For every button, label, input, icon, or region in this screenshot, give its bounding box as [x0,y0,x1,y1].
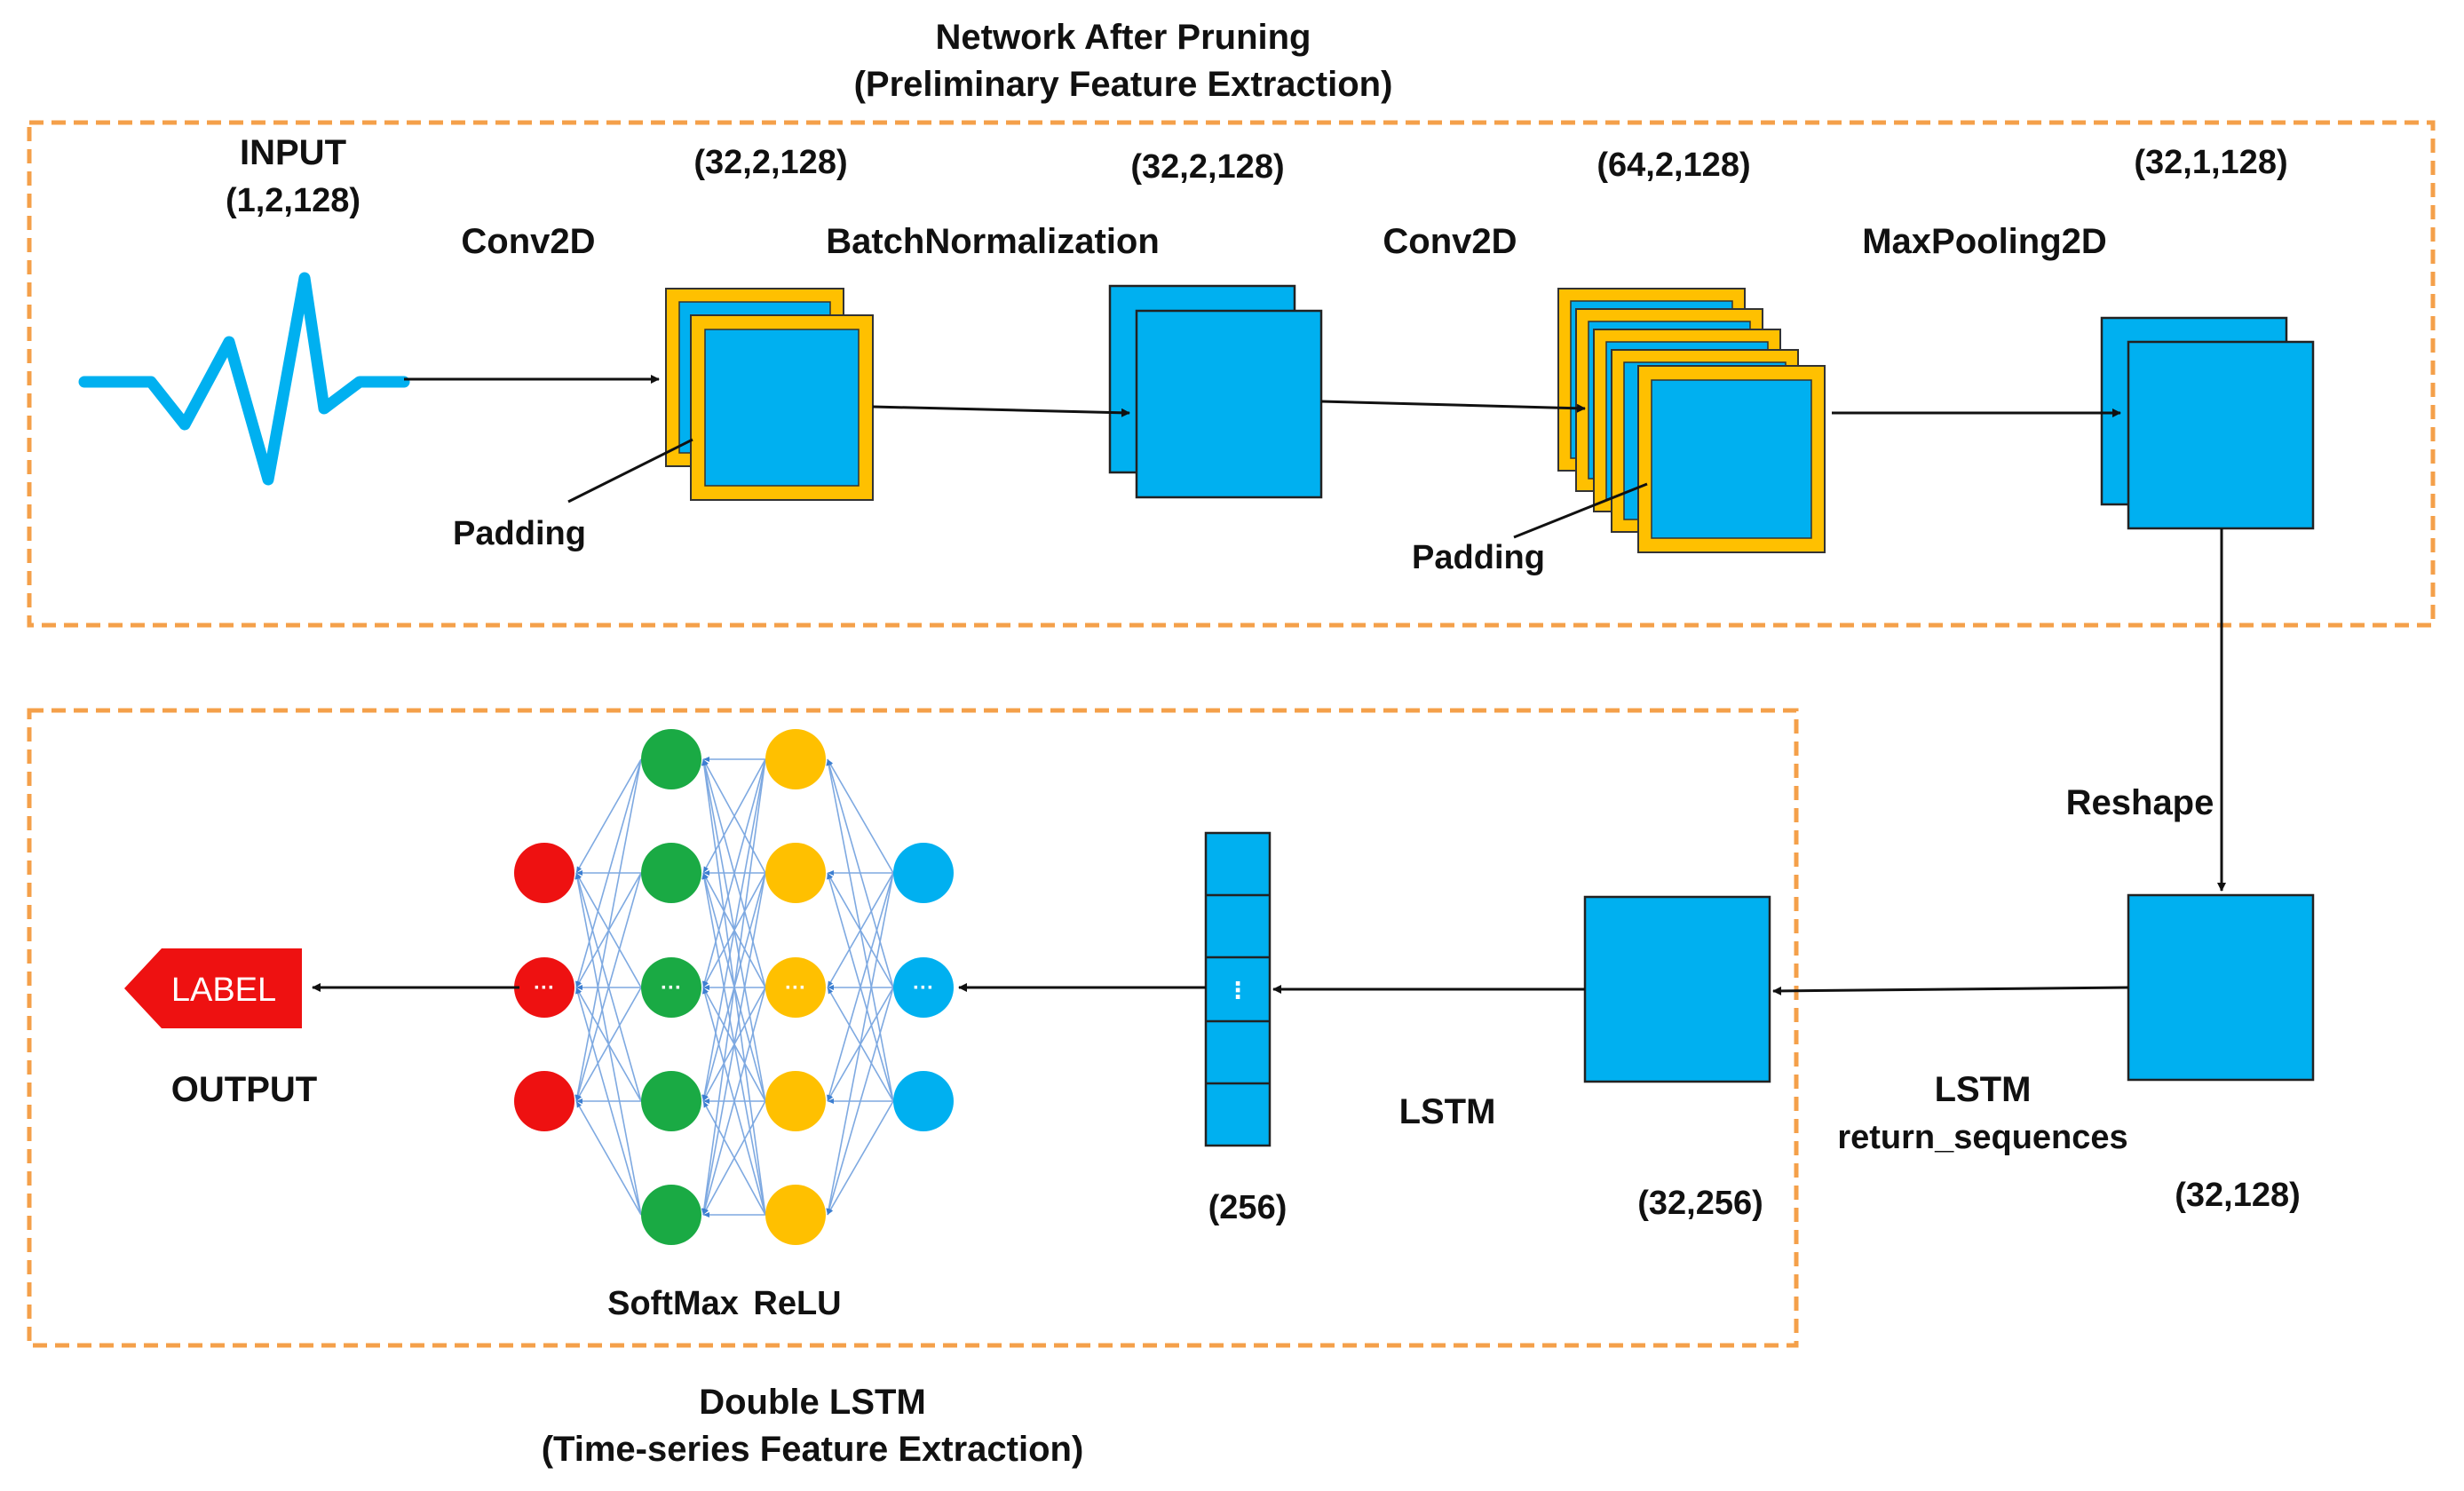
neuron-yellow [765,843,826,903]
neuron-blue [893,1071,954,1131]
lstm2-block [1583,895,1771,1083]
neuron-yellow [765,1185,826,1245]
dense-connection-line [574,872,642,1216]
neuron-yellow [765,957,826,1018]
conv1-padding-label: Padding [453,515,586,552]
lstm1-block [2127,893,2315,1082]
dense-connection-line [701,758,766,988]
dense-connection-line [575,987,642,1216]
dense-connection-line [827,987,894,1102]
top-section-subtitle: (Preliminary Feature Extraction) [854,65,1393,104]
neuron-yellow [765,729,826,789]
dense-connection-line [575,758,642,874]
input-signal-icon [78,272,410,486]
maxpool-feature-maps [2100,316,2315,530]
dense-connection-line [827,758,894,988]
bn-shape: (32,2,128) [1130,148,1284,186]
dense-connection-line [701,872,766,1216]
softmax-label: SoftMax [607,1285,739,1322]
conv1-shape: (32,2,128) [693,144,847,181]
lstm1-shape: (32,128) [2175,1177,2301,1214]
neuron-green [641,843,701,903]
input-shape: (1,2,128) [226,182,360,219]
label-tag-shape [124,948,302,1028]
neuron-blue-dots: ··· [913,976,934,1000]
bottom-section-frame [27,708,1799,1348]
conv2-padding-pointer [1513,482,1648,539]
conv2-padding-label: Padding [1412,539,1545,576]
neuron-red-dots: ··· [534,976,555,1000]
dense-connection-line [701,758,766,1216]
dense-connection-line [575,872,642,988]
bottom-section-subtitle: (Time-series Feature Extraction) [542,1430,1084,1469]
dense-connection-line [701,987,766,1216]
neuron-green [641,957,701,1018]
maxpool-shape: (32,1,128) [2134,144,2287,181]
neuron-green [641,1185,701,1245]
dense-connection-line [827,872,894,1102]
arrow-conv1-to-bn [872,405,1130,417]
vector-dots: ⋮ [1226,977,1249,1003]
neuron-green [641,1071,701,1131]
lstm1-label: LSTM [1935,1070,2032,1109]
conv1-padding-pointer [567,438,693,504]
arrow-bn-to-conv2 [1320,400,1586,413]
dense-connection-line [575,872,642,1102]
neuron-red [514,843,574,903]
vector-shape: (256) [1208,1189,1287,1226]
maxpool-layer-label: MaxPooling2D [1862,222,2107,261]
neuron-blue [893,843,954,903]
dense-connection-line [701,758,766,1102]
dense-connection-line [826,758,894,1102]
dense-connection-line [827,758,894,874]
conv1-layer-label: Conv2D [461,222,595,261]
conv2-feature-maps [1557,288,1826,553]
bn-layer-label: BatchNormalization [826,222,1160,261]
dense-neurons [514,729,954,1245]
reshape-label: Reshape [2066,783,2214,822]
neuron-red [514,957,574,1018]
dense-connection-line [702,1100,766,1216]
relu-label: ReLU [753,1285,841,1322]
conv2-layer-label: Conv2D [1383,222,1517,261]
neuron-blue [893,957,954,1018]
lstm2-shape: (32,256) [1637,1185,1763,1222]
neuron-yellow [765,1071,826,1131]
input-label: INPUT [240,133,346,172]
neuron-green-dots: ··· [661,976,682,1000]
dense-connections [574,757,894,1217]
neuron-green [641,729,701,789]
bn-feature-maps [1108,284,1323,499]
lstm2-label: LSTM [1399,1092,1496,1131]
dense-connection-line [702,758,766,874]
conv1-feature-maps [665,288,874,501]
top-section-frame [27,120,2436,628]
vector-256-block [1204,831,1272,1147]
arrow-lstm1-to-lstm2 [1772,986,2129,995]
neuron-red [514,1071,574,1131]
dense-connection-line [575,1100,642,1216]
dense-connection-line [827,1100,894,1216]
lstm1-return-sequences-label: return_sequences [1837,1119,2127,1156]
top-section-title: Network After Pruning [936,18,1311,57]
bottom-section-title: Double LSTM [699,1383,926,1422]
neuron-yellow-dots: ··· [785,976,806,1000]
conv2-shape: (64,2,128) [1596,147,1750,184]
output-label: OUTPUT [171,1070,317,1109]
label-tag-text: LABEL [171,972,276,1009]
